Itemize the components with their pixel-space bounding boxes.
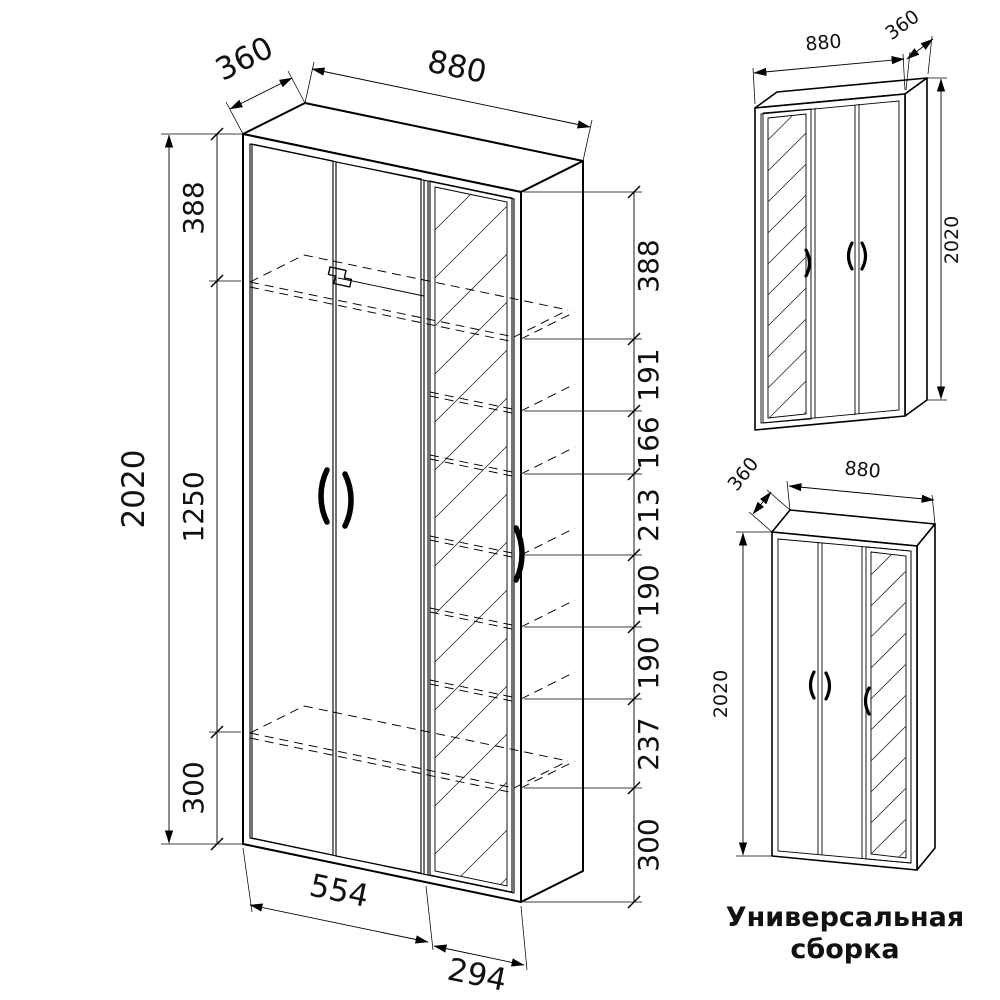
cabinet-side-face <box>520 160 584 903</box>
variant-bottom-body <box>771 509 936 871</box>
center-door-handle-icon <box>342 471 354 529</box>
cabinet-front-face <box>242 133 522 903</box>
mirror-door-handle-icon <box>513 525 525 583</box>
cabinet-side-face <box>904 77 928 417</box>
hanger-rail <box>327 266 425 297</box>
rail-line <box>337 277 425 297</box>
variant-top-handles <box>804 241 868 278</box>
main-left-chain: 388 1250 300 <box>177 127 241 851</box>
cabinet-side-face <box>916 523 936 871</box>
dim-label-height: 2020 <box>941 216 963 264</box>
dim-label-height: 2020 <box>116 450 152 529</box>
mirror-door-inner <box>434 186 508 887</box>
cabinet-front-face <box>771 531 918 871</box>
front-inner-frame <box>760 100 900 424</box>
mirror-door-handle-icon <box>804 248 812 278</box>
right-chain-label: 300 <box>632 818 665 871</box>
variant-bottom-dims: 2020 360 880 <box>710 453 936 857</box>
cabinet-front-inner-frame <box>249 143 515 894</box>
dim-label-height: 2020 <box>710 670 732 718</box>
cabinet-front-face <box>754 93 906 431</box>
assembly-caption: Универсальная сборка <box>726 902 964 965</box>
main-dim-height: 2020 <box>116 133 243 845</box>
rail-bracket-icon <box>327 266 353 288</box>
mirror-door <box>762 108 812 424</box>
door-handle-icon <box>860 241 868 271</box>
left-chain-label: 388 <box>177 181 210 234</box>
main-cabinet-body <box>242 102 584 903</box>
door-handle-icon <box>808 670 816 700</box>
main-view: 360 880 2020 388 1250 300 <box>116 30 665 999</box>
left-chain-label: 300 <box>177 761 210 814</box>
door-handle-icon <box>846 241 854 271</box>
dim-label-width: 880 <box>804 30 842 55</box>
dim-label-depth: 360 <box>881 6 923 45</box>
left-door <box>251 143 334 856</box>
dim-label-doors-width: 554 <box>306 868 371 915</box>
mirror-door-handle-icon <box>863 686 871 716</box>
left-door-handle-icon <box>318 467 330 525</box>
dim-label-depth: 360 <box>210 30 279 89</box>
variant-bottom-handles <box>808 670 871 716</box>
variant-top-hatch <box>768 114 806 418</box>
right-chain-label: 191 <box>632 348 665 401</box>
dim-label-mirror-width: 294 <box>444 952 509 999</box>
right-chain-label: 166 <box>632 416 665 469</box>
main-right-chain: 388 191 166 213 190 190 237 300 <box>524 185 665 909</box>
mirror-door <box>429 180 513 893</box>
variant-bottom-hatch <box>871 552 906 858</box>
interior-hidden-lines <box>249 254 576 794</box>
right-chain-label: 190 <box>632 636 665 689</box>
mirror-door-inner <box>767 113 807 419</box>
dim-label-depth: 360 <box>723 453 763 495</box>
variant-top-body <box>754 77 928 431</box>
door-handle-icon <box>824 671 832 701</box>
variant-top-view: 880 360 2020 <box>752 6 963 431</box>
assembly-caption-line2: сборка <box>790 934 899 965</box>
assembly-caption-line1: Универсальная <box>726 902 964 933</box>
right-chain-label: 190 <box>632 564 665 617</box>
left-chain-label: 1250 <box>177 471 210 542</box>
dim-label-width: 880 <box>424 44 489 91</box>
main-door-handles <box>318 467 525 583</box>
mirror-door <box>865 546 912 864</box>
variant-bottom-view: 2020 360 880 <box>710 453 936 871</box>
right-chain-label: 237 <box>632 717 665 770</box>
center-door <box>335 161 422 874</box>
mirror-door-inner <box>870 551 907 859</box>
right-chain-label: 213 <box>632 488 665 541</box>
right-chain-label: 388 <box>632 239 665 292</box>
dim-label-width: 880 <box>843 457 881 482</box>
